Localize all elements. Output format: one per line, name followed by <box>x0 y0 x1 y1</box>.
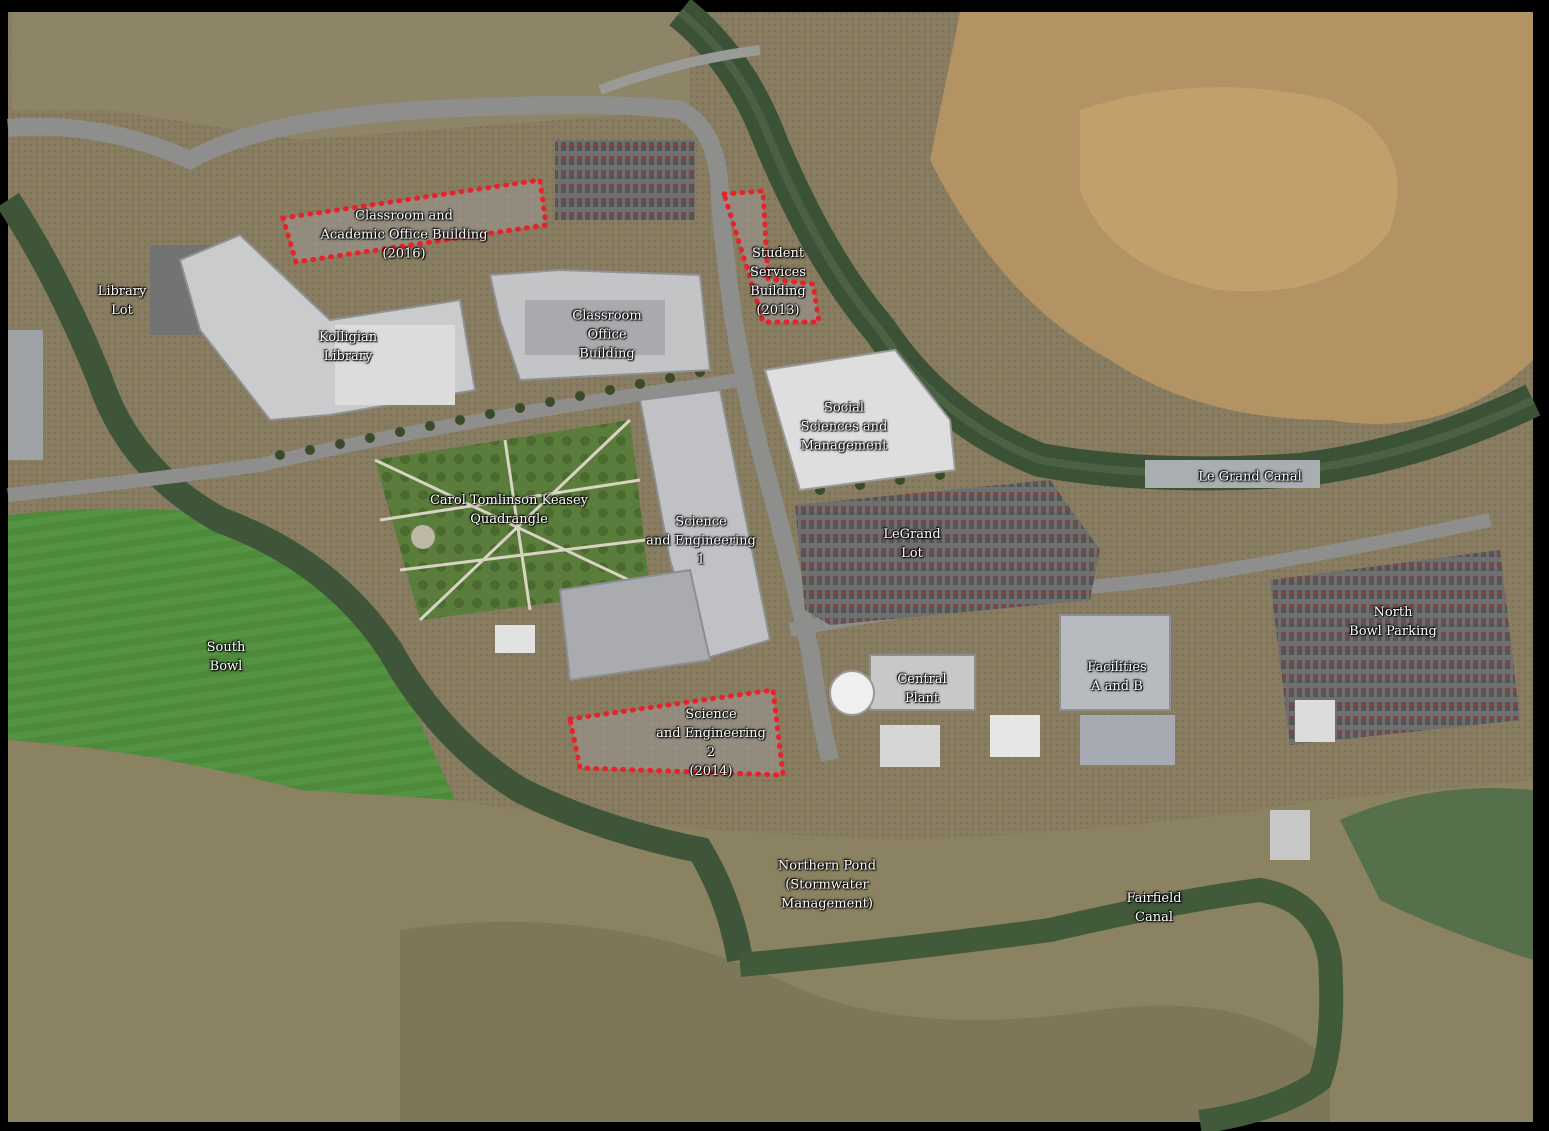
buildings <box>8 233 1335 860</box>
label-science-engineering-2: Science and Engineering 2 (2014) <box>656 707 766 779</box>
label-science-engineering-1: Science and Engineering 1 <box>646 514 756 568</box>
quad-lawn <box>375 420 650 620</box>
main-road <box>7 96 839 763</box>
label-classroom-office-building: Classroom Office Building <box>572 308 642 362</box>
caob-outline <box>279 177 549 265</box>
label-library-lot: Library Lot <box>97 284 147 318</box>
label-le-grand-canal: Le Grand Canal <box>1198 469 1302 485</box>
science-engineering-1-wing <box>558 568 712 682</box>
label-facilities-a-b: Facilities A and B <box>1087 660 1147 694</box>
se2-outline <box>567 687 786 778</box>
south-bowl-field <box>8 508 455 800</box>
label-fairfield-canal: Fairfield Canal <box>1126 891 1182 925</box>
label-kolligian-library: Kolligian Library <box>318 330 378 364</box>
social-sciences-shape <box>763 348 957 492</box>
dry-field-patch <box>1080 87 1398 292</box>
science-engineering-1-shape <box>638 388 772 662</box>
north-parking-top <box>555 140 695 220</box>
label-central-plant: Central Plant <box>897 672 947 706</box>
label-classroom-academic-office-building: Classroom and Academic Office Building (… <box>320 208 488 262</box>
ssb-outline <box>720 188 822 325</box>
central-plant-shape <box>869 654 976 711</box>
water-tank <box>829 670 875 716</box>
legrand-lot-shape <box>795 480 1100 625</box>
north-bowl-lot-shape <box>1270 550 1520 745</box>
label-quadrangle: Carol Tomlinson Keasey Quadrangle <box>429 493 589 527</box>
fairfield-canal <box>738 877 1344 1131</box>
label-north-bowl-parking: North Bowl Parking <box>1349 605 1437 639</box>
west-canal <box>0 192 753 963</box>
facilities-shape <box>1059 614 1171 711</box>
label-student-services-building: Student Services Building (2013) <box>750 246 806 318</box>
label-legrand-lot: LeGrand Lot <box>883 527 941 561</box>
label-social-sciences-management: Social Sciences and Management <box>800 400 888 454</box>
wetland <box>1340 788 1533 960</box>
label-northern-pond: Northern Pond (Stormwater Management) <box>777 858 877 912</box>
planned-buildings <box>279 177 822 778</box>
label-south-bowl: South Bowl <box>206 640 246 674</box>
